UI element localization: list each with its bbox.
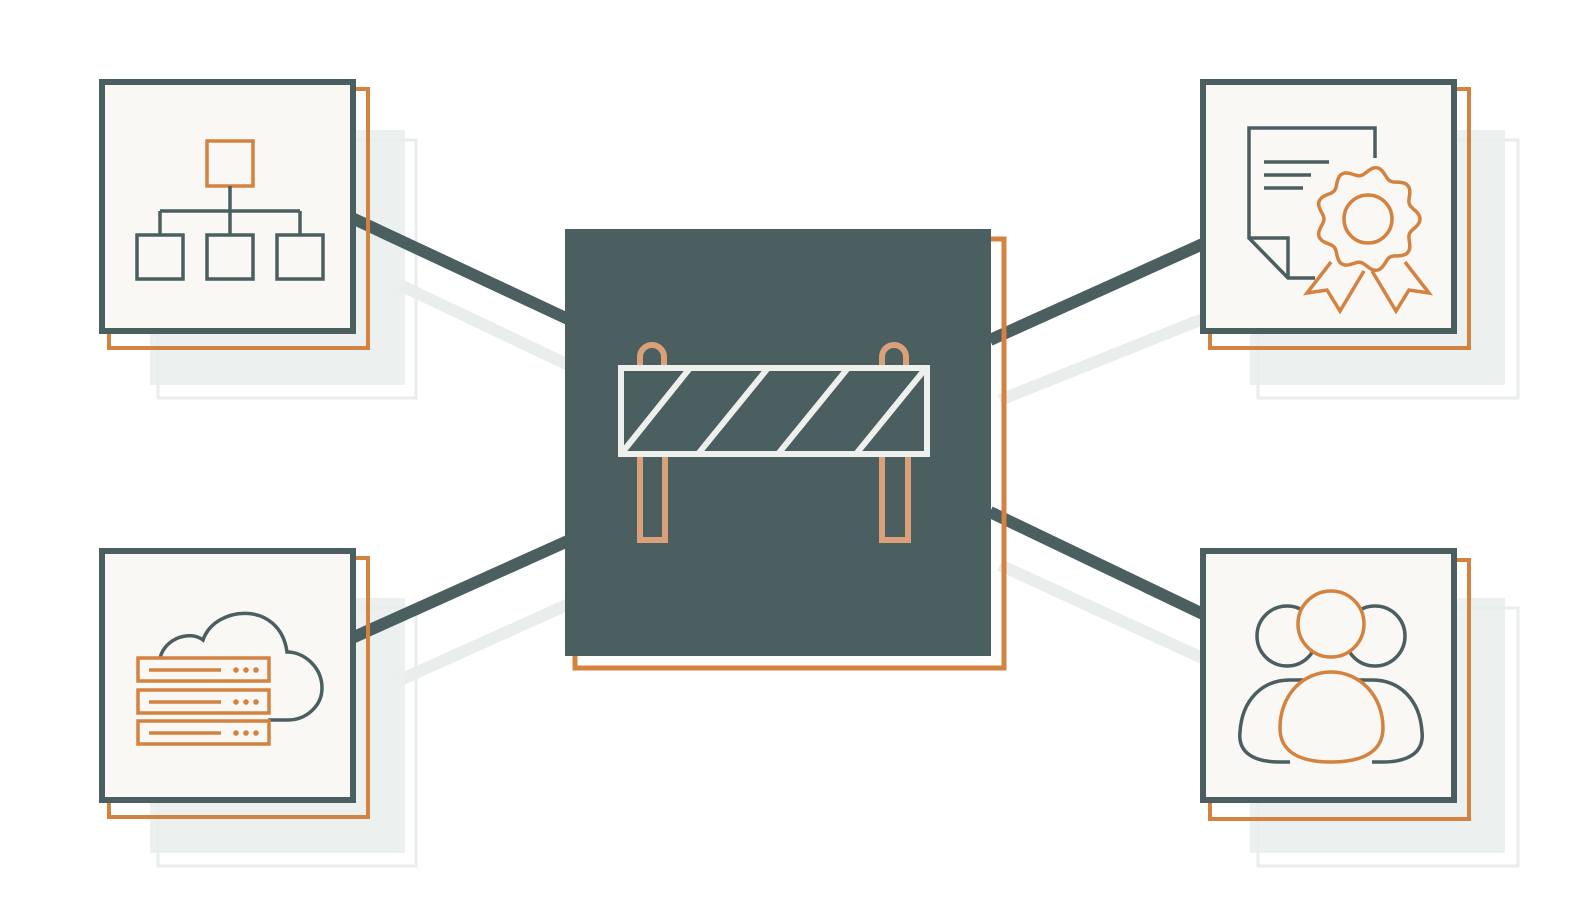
org-chart-icon [135, 139, 325, 281]
node-top-left [99, 79, 370, 350]
road-barrier-icon [618, 342, 930, 543]
center-node [565, 229, 1007, 671]
cloud-server-icon [136, 611, 324, 746]
connector-bottom-left [349, 534, 573, 644]
center-tile [565, 229, 991, 656]
connector-bottom-right [987, 506, 1208, 621]
connector-top-right [987, 237, 1208, 346]
certificate-icon [1247, 126, 1434, 315]
connector-top-left [349, 212, 573, 326]
user-group-icon [1238, 589, 1424, 764]
node-top-right [1200, 79, 1471, 350]
node-bottom-right [1200, 548, 1471, 821]
certificate-seal [1316, 165, 1422, 273]
connectors [349, 212, 1208, 644]
node-bottom-left [99, 548, 370, 819]
